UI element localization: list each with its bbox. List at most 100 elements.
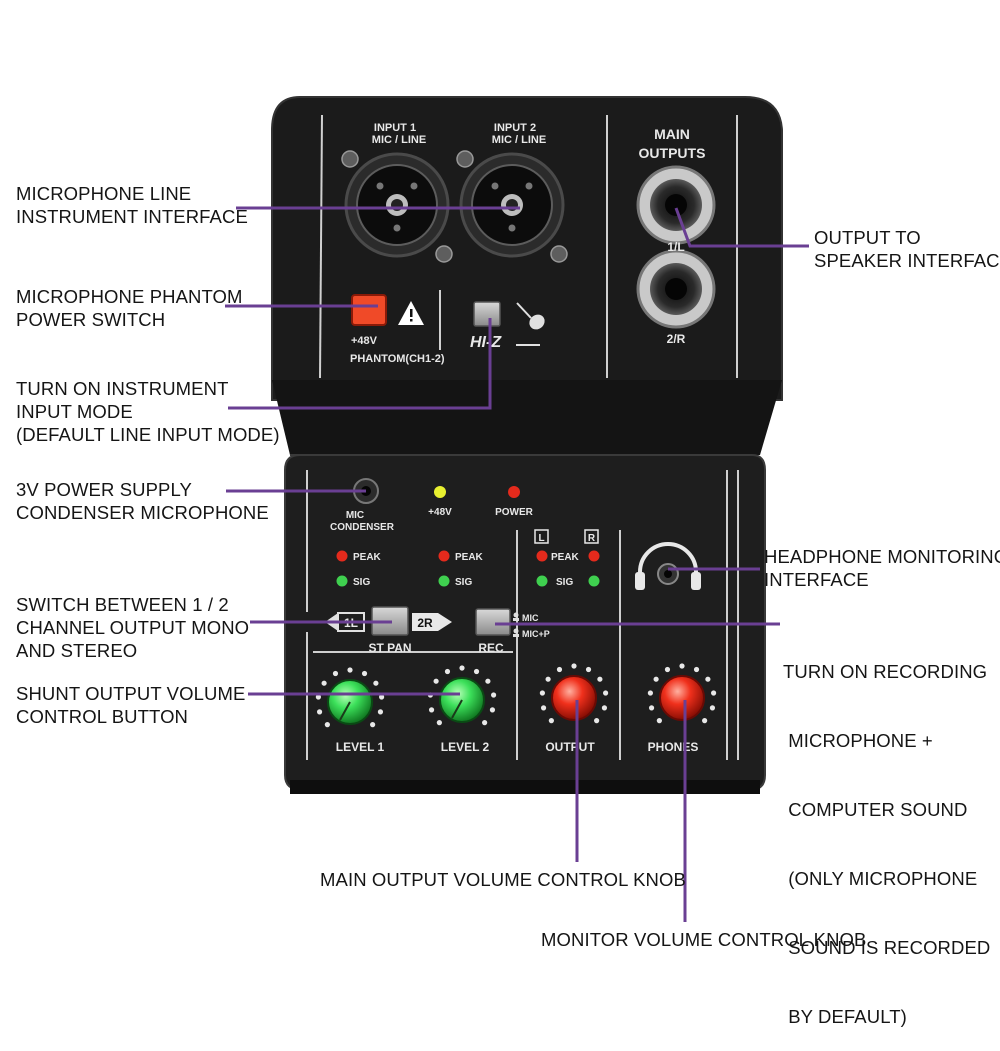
knob-scale-dot bbox=[693, 666, 700, 673]
callout-phantom-1: MICROPHONE PHANTOM bbox=[16, 286, 243, 307]
callout-recording-1: TURN ON RECORDING bbox=[783, 661, 988, 682]
knob-scale-dot bbox=[315, 694, 321, 700]
knob-scale-dot bbox=[373, 680, 379, 686]
phantom-led bbox=[434, 486, 446, 498]
callout-mic-line: MICROPHONE LINE INSTRUMENT INTERFACE bbox=[16, 182, 248, 228]
callout-3v-2: CONDENSER MICROPHONE bbox=[16, 502, 269, 523]
rec-micp-label: MIC+P bbox=[522, 629, 550, 639]
main-output-jack-left[interactable] bbox=[636, 165, 716, 245]
callout-phantom-2: POWER SWITCH bbox=[16, 309, 166, 330]
knob-scale-dot bbox=[436, 720, 442, 726]
main-outputs-line1: MAIN bbox=[654, 126, 690, 142]
knob-scale-dot bbox=[485, 678, 491, 684]
knob-scale-dot bbox=[428, 707, 435, 713]
callout-recording-5: SOUND IS RECORDED bbox=[783, 937, 991, 958]
input2-label-line1: INPUT 2 bbox=[494, 122, 536, 134]
rec-label: REC bbox=[478, 641, 504, 655]
knob-scale-dot bbox=[711, 690, 717, 696]
callout-main-knob-1: MAIN OUTPUT VOLUME CONTROL KNOB bbox=[320, 869, 686, 890]
knob-scale-dot bbox=[361, 670, 368, 677]
knob-scale-dot bbox=[332, 670, 339, 677]
knob-scale-dot bbox=[316, 709, 323, 715]
knob-scale-dot bbox=[324, 722, 330, 728]
level2-label: LEVEL 2 bbox=[441, 740, 490, 754]
callout-output-speaker: OUTPUT TO SPEAKER INTERFACE bbox=[814, 226, 1000, 272]
callout-output-speaker-1: OUTPUT TO bbox=[814, 227, 921, 248]
knob-scale-dot bbox=[540, 705, 547, 711]
st-pan-2r: 2R bbox=[417, 616, 433, 630]
knob-scale-dot bbox=[370, 722, 376, 728]
warning-icon bbox=[398, 301, 424, 325]
sig-label-1: SIG bbox=[353, 577, 370, 588]
knob-scale-dot bbox=[548, 718, 554, 724]
knob-scale-dot bbox=[377, 709, 384, 715]
main-outputs-line2: OUTPUTS bbox=[639, 145, 706, 161]
callout-recording-6: BY DEFAULT) bbox=[783, 1006, 907, 1027]
ch-r-badge: R bbox=[588, 533, 596, 544]
knob-scale-dot bbox=[556, 666, 563, 673]
knob-scale-dot bbox=[647, 690, 653, 696]
guitar-icon bbox=[516, 302, 545, 346]
knob-scale-dot bbox=[585, 666, 592, 673]
knob-scale-dot bbox=[709, 705, 716, 711]
callout-instrument-2: INPUT MODE bbox=[16, 401, 133, 422]
input1-combo-jack[interactable] bbox=[341, 150, 453, 263]
knob-scale-dot bbox=[545, 676, 551, 682]
hiz-label: HI-Z bbox=[470, 334, 502, 351]
phantom-power-button[interactable] bbox=[351, 294, 387, 326]
knob-scale-dot bbox=[321, 680, 327, 686]
callout-shunt-1: SHUNT OUTPUT VOLUME bbox=[16, 683, 246, 704]
level2-knob[interactable] bbox=[439, 677, 485, 723]
knob-scale-dot bbox=[473, 668, 480, 675]
lower-panel-lines bbox=[306, 470, 739, 760]
led-48v-label: +48V bbox=[428, 507, 452, 518]
callout-switch-2: CHANNEL OUTPUT MONO bbox=[16, 617, 250, 638]
rec-switch[interactable] bbox=[475, 608, 511, 636]
level1-label: LEVEL 1 bbox=[336, 740, 385, 754]
ch-l-badge: L bbox=[538, 533, 544, 544]
callout-headphone: HEADPHONE MONITORING INTERFACE bbox=[764, 545, 1000, 591]
knob-scale-dot bbox=[648, 705, 655, 711]
lr-badges: L R bbox=[534, 529, 599, 544]
knob-scale-dot bbox=[653, 676, 659, 682]
input1-label-line2: MIC / LINE bbox=[372, 134, 426, 146]
leader-lines bbox=[225, 206, 809, 922]
callout-3v: 3V POWER SUPPLY CONDENSER MICROPHONE bbox=[16, 478, 269, 524]
callout-instrument-3: (DEFAULT LINE INPUT MODE) bbox=[16, 424, 280, 445]
input1-label-line1: INPUT 1 bbox=[374, 122, 416, 134]
callout-instrument: TURN ON INSTRUMENT INPUT MODE (DEFAULT L… bbox=[16, 377, 280, 446]
out-l-label: 1/L bbox=[667, 240, 684, 254]
hiz-button[interactable] bbox=[473, 301, 501, 327]
knob-scale-dot bbox=[491, 692, 497, 698]
phones-knob[interactable] bbox=[659, 675, 705, 721]
sig-label-3: SIG bbox=[556, 577, 573, 588]
knob-scale-dot bbox=[433, 678, 439, 684]
knob-scale-dot bbox=[603, 690, 609, 696]
knob-scale-dot bbox=[459, 665, 465, 671]
callout-switch: SWITCH BETWEEN 1 / 2 CHANNEL OUTPUT MONO… bbox=[16, 593, 249, 662]
device-diagram: INPUT 1 MIC / LINE INPUT 2 MIC / LINE MA… bbox=[225, 96, 809, 922]
knob-scale-dot bbox=[597, 676, 603, 682]
main-output-jack-right[interactable] bbox=[636, 249, 716, 329]
knob-scale-dot bbox=[489, 707, 496, 713]
callout-shunt: SHUNT OUTPUT VOLUME CONTROL BUTTON bbox=[16, 682, 245, 728]
callout-headphone-1: HEADPHONE MONITORING bbox=[764, 546, 1000, 567]
knob-scale-dot bbox=[656, 718, 662, 724]
input2-combo-jack[interactable] bbox=[456, 150, 568, 263]
peak-label-2: PEAK bbox=[455, 552, 484, 563]
rec-mic-label: MIC bbox=[522, 613, 539, 623]
level1-knob[interactable] bbox=[327, 679, 373, 725]
mic-condenser-line2: CONDENSER bbox=[330, 522, 395, 533]
leader-instrument bbox=[228, 318, 492, 410]
callout-mic-line-2: INSTRUMENT INTERFACE bbox=[16, 206, 248, 227]
callout-monitor-knob-1: MONITOR VOLUME CONTROL KNOB bbox=[541, 929, 867, 950]
callout-switch-1: SWITCH BETWEEN 1 / 2 bbox=[16, 594, 229, 615]
output-knob[interactable] bbox=[551, 675, 597, 721]
channel-leds bbox=[336, 550, 600, 587]
callout-main-knob: MAIN OUTPUT VOLUME CONTROL KNOB bbox=[320, 868, 686, 891]
knob-scale-dot bbox=[705, 676, 711, 682]
rec-mode-icons bbox=[513, 612, 519, 637]
st-pan-label: ST PAN bbox=[368, 641, 411, 655]
callout-mic-line-1: MICROPHONE LINE bbox=[16, 183, 192, 204]
knob-scales bbox=[315, 663, 717, 728]
